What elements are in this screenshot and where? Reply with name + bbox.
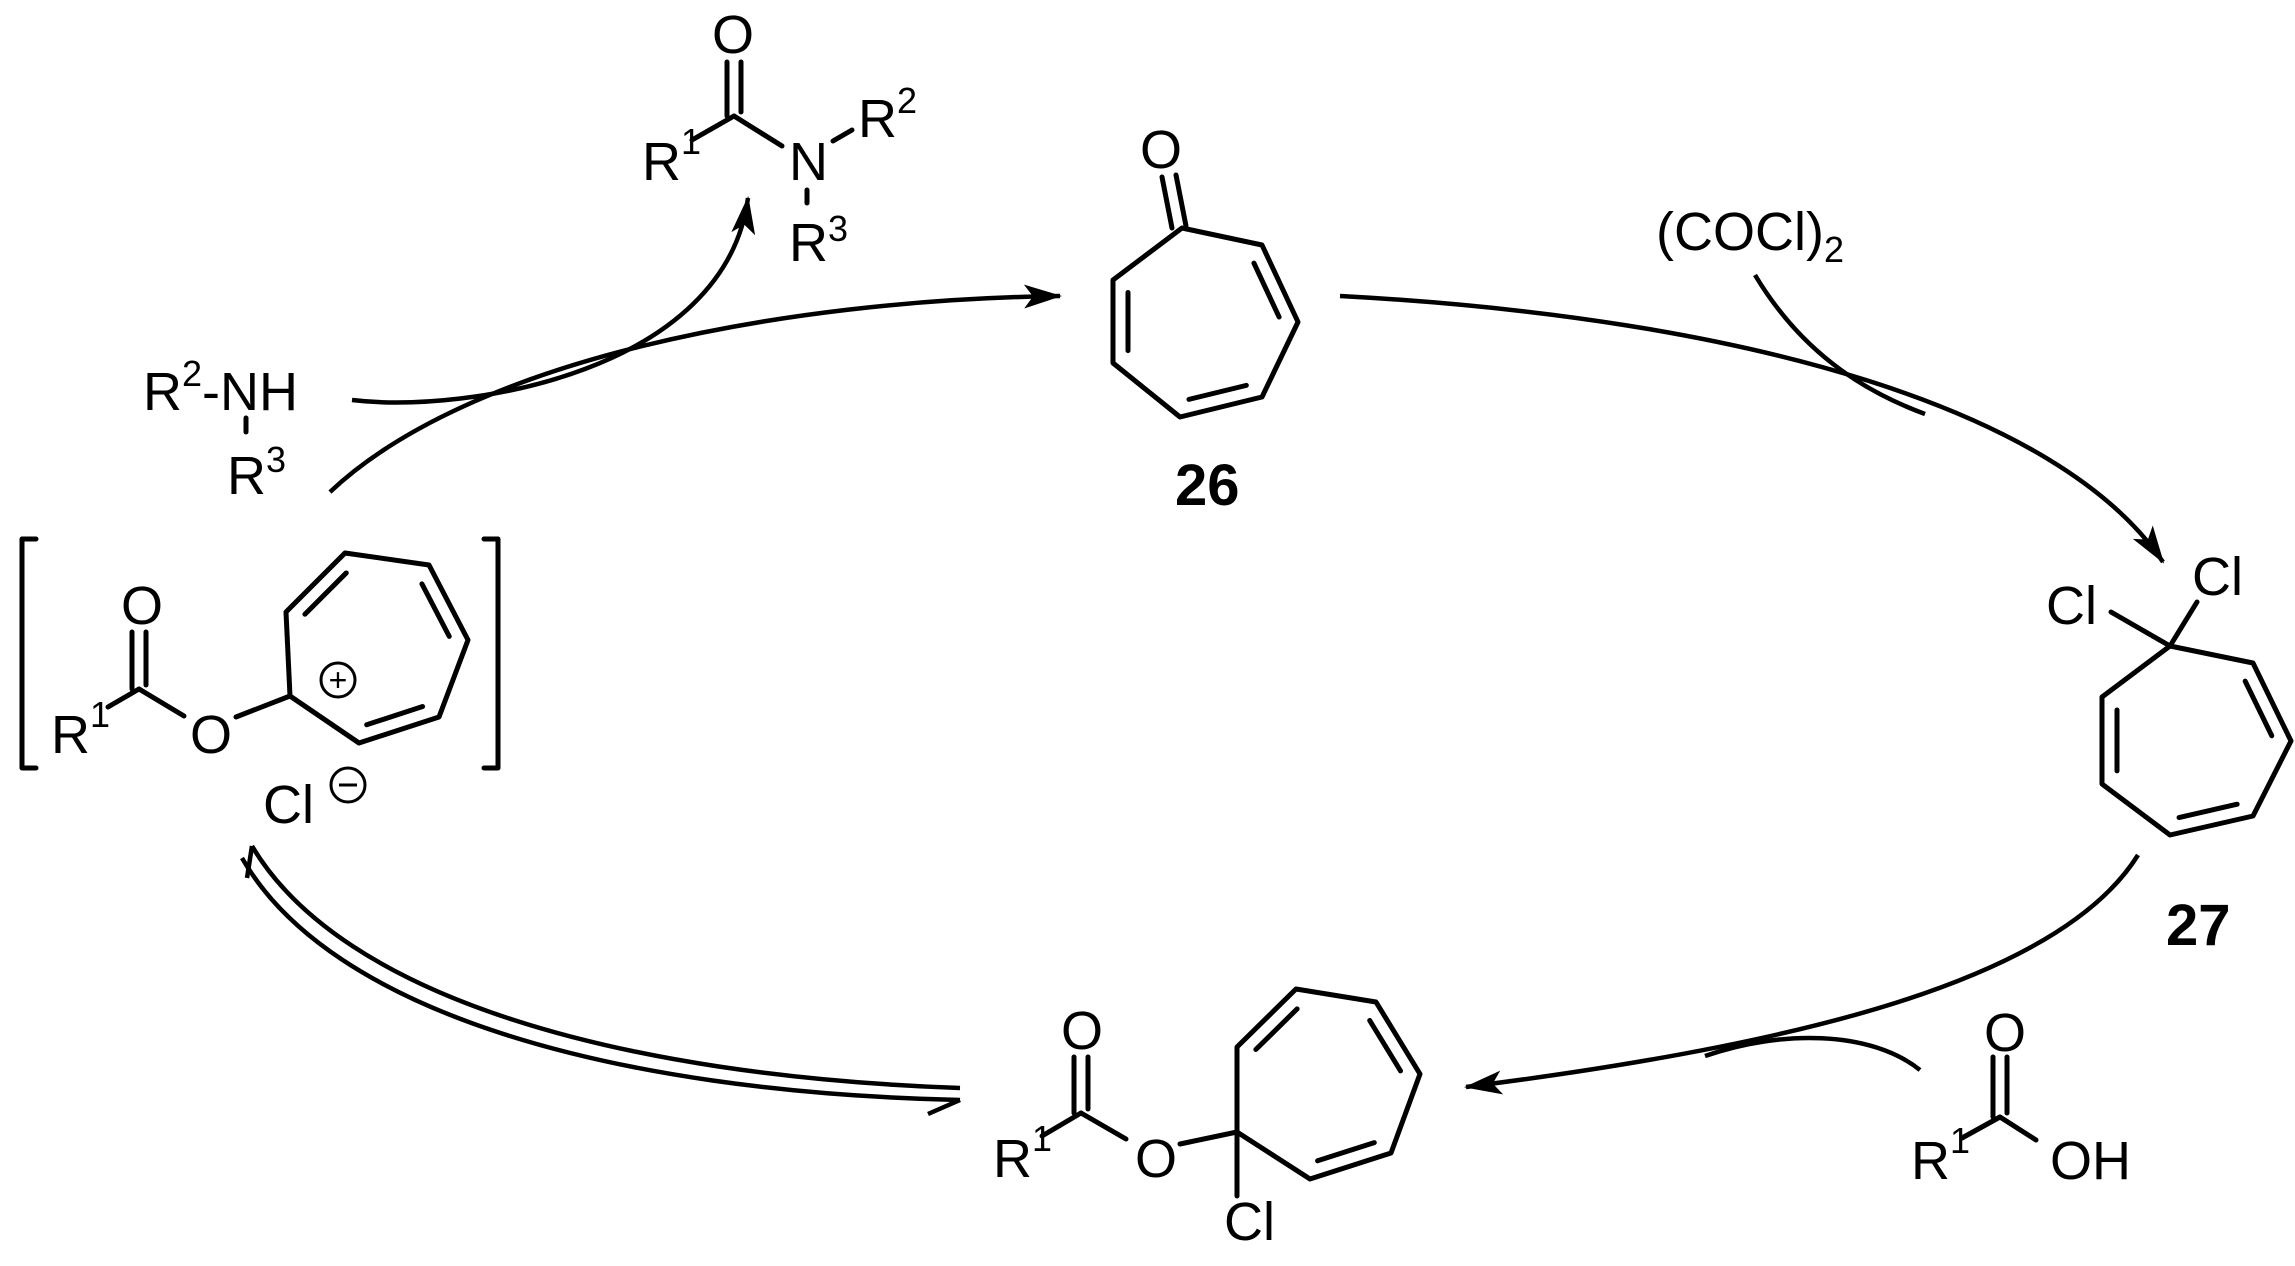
cation-ester-oxygen: O xyxy=(190,705,232,765)
cation-o-ring-bond xyxy=(233,693,293,720)
tropone-oxygen: O xyxy=(1140,120,1182,180)
ringCat-inner-double-bond xyxy=(302,570,349,617)
amide-nitrogen: N xyxy=(789,132,828,192)
cation-c-r1-bond xyxy=(105,686,142,710)
cation-carbonyl-oxygen: O xyxy=(121,576,163,636)
tropone-26: O 26 xyxy=(1110,120,1301,518)
carboxylic-acid: O R1 OH xyxy=(1911,1003,2131,1191)
adduct-c-r1-bond xyxy=(1039,1110,1084,1139)
ringBot-inner-double-bond xyxy=(1253,1006,1300,1052)
acid-oxygen: O xyxy=(1984,1003,2026,1063)
arrow-acid-merge xyxy=(1704,1035,1922,1072)
amine-reagent: R2-NH R3 xyxy=(143,353,298,506)
amide-r2: R2 xyxy=(858,80,917,149)
right-bracket xyxy=(481,536,501,771)
tropylium-ester-intermediate: O R1 O + Cl xyxy=(19,536,501,835)
dichloride-cl-right: Cl xyxy=(2192,547,2243,607)
adduct-carbonyl-oxygen: O xyxy=(1061,1001,1103,1061)
acid-r1: R1 xyxy=(1911,1120,1970,1191)
tropone-co-bond-b xyxy=(1173,172,1189,229)
dichloride-ring xyxy=(2099,643,2294,838)
amide-oxygen: O xyxy=(712,5,754,65)
dichloride-cl-left-bond xyxy=(2108,609,2173,649)
adduct-chlorine: Cl xyxy=(1224,1192,1275,1252)
ring27-inner-double-bond xyxy=(2242,678,2275,739)
ringCat-inner-double-bond xyxy=(419,581,452,639)
amide-product: O R1 N R2 R3 xyxy=(642,5,917,273)
equilibrium-arrow-reverse xyxy=(250,844,961,1091)
svg-text:+: + xyxy=(329,662,348,698)
arrow-intermediate-to-26 xyxy=(328,284,1062,494)
ringCat-inner-double-bond xyxy=(364,704,426,728)
adduct-o-ring-bond xyxy=(1177,1129,1240,1147)
equilibrium-arrow-forward xyxy=(240,856,961,1103)
left-bracket xyxy=(19,536,39,771)
amide-r1: R1 xyxy=(642,121,701,192)
amine-label: R2-NH xyxy=(143,353,298,422)
amide-n-r2-bond xyxy=(830,127,855,144)
arrow-26-to-27 xyxy=(1339,293,2165,564)
dichloride-cl-left: Cl xyxy=(2046,576,2097,636)
tropylium-ring xyxy=(283,550,471,746)
inner-double-bonds xyxy=(302,260,2275,1164)
negative-charge-icon xyxy=(329,766,367,804)
equilibrium-half-head-reverse xyxy=(244,845,255,879)
ring26-inner-double-bond xyxy=(1186,382,1249,402)
compound-label-27: 27 xyxy=(2166,893,2231,958)
chlorocycloheptatrienyl-ester: O R1 O Cl xyxy=(993,986,1423,1252)
ringBot-inner-double-bond xyxy=(1367,1017,1404,1074)
acid-c-r1-bond xyxy=(1959,1114,2003,1141)
chloride-counterion: Cl xyxy=(263,775,314,835)
amide-c-r1-bond xyxy=(689,113,737,143)
equilibrium-arrows xyxy=(240,844,961,1117)
ring27-inner-double-bond xyxy=(2176,801,2240,821)
cation-r1: R1 xyxy=(51,694,110,765)
adduct-ester-oxygen: O xyxy=(1135,1129,1177,1189)
ring26-inner-double-bond xyxy=(1251,260,1282,320)
arrow-amine-to-amide xyxy=(351,196,756,405)
amide-r3: R3 xyxy=(789,208,848,273)
ringBot-inner-double-bond xyxy=(1315,1140,1377,1164)
compound-label-26: 26 xyxy=(1175,453,1240,518)
dichloride-cl-right-bond xyxy=(2167,599,2200,649)
adduct-ring xyxy=(1234,986,1423,1182)
oxalyl-chloride-reagent: (COCl)2 xyxy=(1656,202,1844,270)
arrow-27-to-adduct xyxy=(1464,853,2140,1095)
dichlorocycloheptatriene-27: Cl Cl 27 xyxy=(2046,547,2294,958)
arrow-reagent-merge xyxy=(1753,273,1926,417)
amide-c-n-bond xyxy=(731,113,785,149)
cation-c-o-bond xyxy=(136,686,187,719)
amine-r3: R3 xyxy=(227,439,286,506)
adduct-r1: R1 xyxy=(993,1118,1052,1189)
adduct-c-o-bond xyxy=(1078,1110,1129,1142)
acid-c-oh-bond xyxy=(1997,1114,2039,1143)
equilibrium-half-head-forward xyxy=(927,1097,961,1117)
positive-charge-icon: + xyxy=(319,661,357,699)
acid-hydroxyl: OH xyxy=(2050,1131,2131,1191)
tropone-ring xyxy=(1110,225,1301,420)
tropone-co-bond-a xyxy=(1159,174,1175,231)
